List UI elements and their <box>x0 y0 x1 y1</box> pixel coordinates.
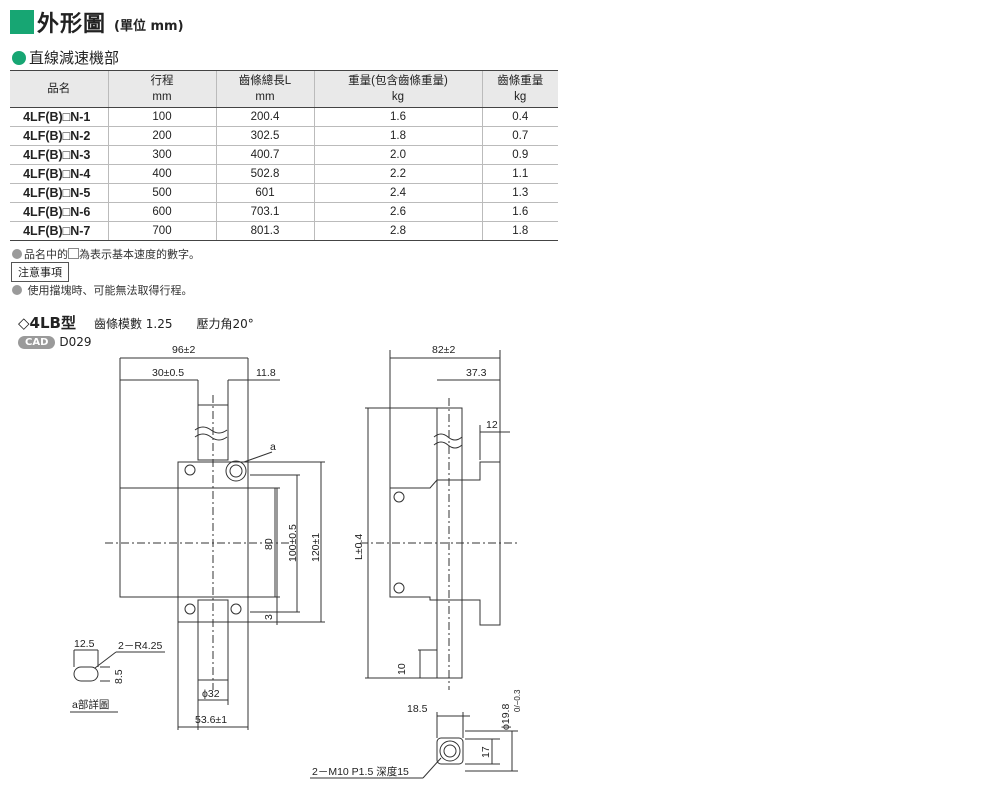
model-name: ◇4LB型 <box>18 314 76 332</box>
dim-10: 10 <box>396 663 408 675</box>
box-icon <box>68 248 79 259</box>
dim-30: 30±0.5 <box>152 367 184 379</box>
dim-m10-callout: 2－M10 P1.5 深度15 <box>312 765 409 778</box>
page-title: 外形圖 <box>37 12 107 37</box>
dim-8-5: 8.5 <box>113 669 125 684</box>
dim-100: 100±0.5 <box>287 524 299 562</box>
section-dot-icon <box>12 50 26 65</box>
dim-phi19-8-tolerance: 0/−0.3 <box>513 689 522 712</box>
model-note: 品名中的為表示基本速度的數字。 <box>12 246 200 262</box>
unit-label: (單位 mm) <box>114 18 184 34</box>
dim-18-5: 18.5 <box>407 703 428 715</box>
dim-120: 120±1 <box>310 533 322 562</box>
dim-a: a <box>270 441 276 453</box>
dim-3: 3 <box>263 614 275 620</box>
dim-phi32: ϕ32 <box>202 688 220 700</box>
pressure-angle: 壓力角20° <box>196 317 254 331</box>
cad-code: D029 <box>59 335 92 349</box>
dim-80: 80 <box>263 538 275 550</box>
caution-note: 使用擋塊時、可能無法取得行程。 <box>12 282 193 298</box>
detail-a-caption: a部詳圖 <box>72 698 109 711</box>
section-heading: 直線減速機部 <box>12 47 119 68</box>
dim-82: 82±2 <box>432 344 455 356</box>
dim-17: 17 <box>480 746 492 758</box>
dim-11-8: 11.8 <box>256 367 276 379</box>
col-header: 品名 <box>10 70 108 108</box>
model-line: ◇4LB型 齒條模數 1.25 壓力角20° <box>18 312 278 333</box>
dim-12: 12 <box>486 419 498 431</box>
header-square-icon <box>10 10 34 34</box>
dim-53-6: 53.6±1 <box>195 714 227 726</box>
dim-96: 96±2 <box>172 344 195 356</box>
dim-L: L±0.4 <box>353 534 365 560</box>
bullet-icon <box>12 249 22 259</box>
dim-phi19-8: ϕ19.8 <box>500 704 512 730</box>
col-header: 重量(包含齒條重量)kg <box>313 70 482 108</box>
dim-12-5: 12.5 <box>74 638 95 650</box>
section-title: 直線減速機部 <box>29 49 120 67</box>
outline-drawing: 96±2 30±0.5 11.8 a 80 100±0.5 120±1 3 ϕ3… <box>70 344 522 779</box>
caution-label: 注意事項 <box>11 262 69 282</box>
rack-module: 齒條模數 1.25 <box>93 317 173 331</box>
dim-r425: 2－R4.25 <box>118 640 163 652</box>
page-header: 外形圖 (單位 mm) <box>10 6 184 38</box>
cad-reference: CAD D029 <box>18 335 92 349</box>
dim-37-3: 37.3 <box>466 367 487 379</box>
cad-badge: CAD <box>18 335 56 349</box>
bullet-icon <box>12 285 22 295</box>
